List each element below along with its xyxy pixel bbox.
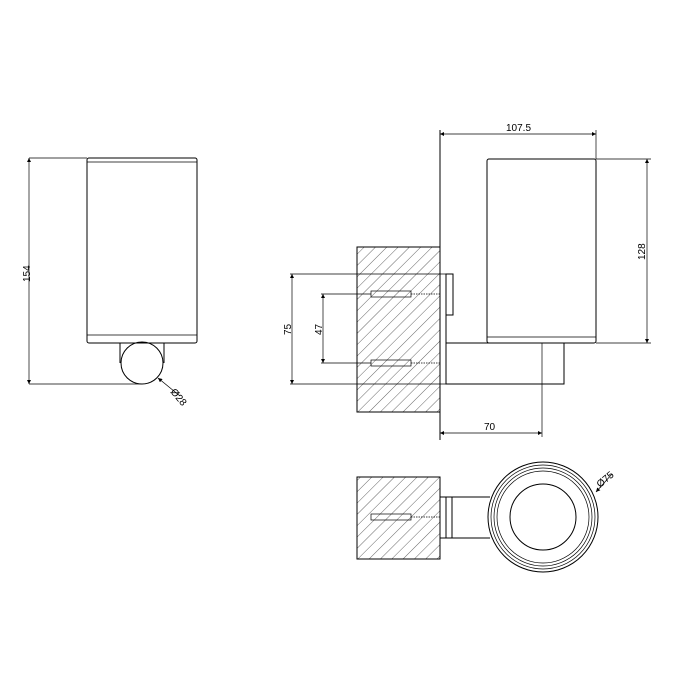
dim-label-75: 75: [283, 323, 294, 335]
front-view: 107.5 128 75 47 70: [283, 123, 651, 440]
dim-label-128: 128: [637, 243, 648, 260]
side-view: 154 Ø28: [22, 157, 198, 409]
dim-label-47: 47: [314, 323, 325, 335]
cup-inner-circle: [509, 483, 577, 551]
dim-label-ø75: Ø75: [595, 469, 617, 490]
cup-body-front: [486, 158, 597, 344]
wall-section-top: [356, 476, 441, 560]
wall-section: [356, 246, 441, 413]
dim-label-28: Ø28: [168, 387, 189, 409]
arm-section-circle: [120, 341, 164, 385]
arm-top: [440, 496, 490, 539]
dim-label-154: 154: [22, 265, 33, 282]
top-view: Ø75: [356, 461, 617, 573]
arm: [445, 342, 565, 385]
dim-label-107-5: 107.5: [506, 123, 531, 134]
leader-28: [157, 377, 181, 397]
cup-outer-ring: [487, 461, 599, 573]
cup-body: [86, 157, 198, 344]
wall-plate: [445, 273, 454, 316]
dim-label-70: 70: [484, 422, 496, 433]
